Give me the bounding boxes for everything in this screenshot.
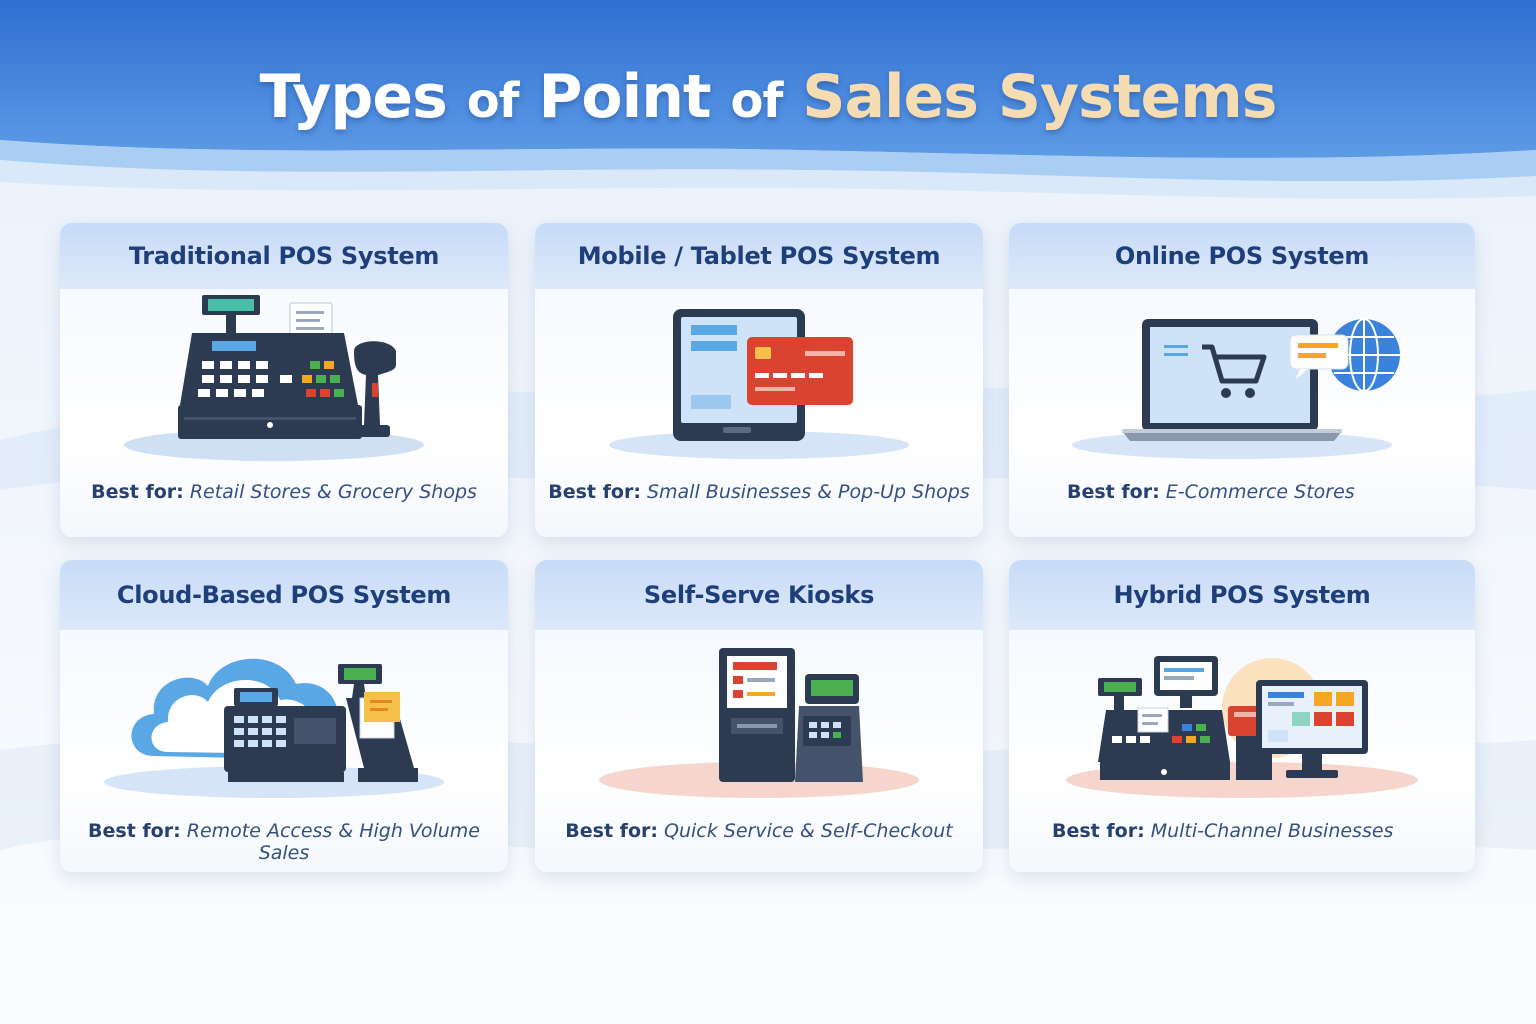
card-title: Self-Serve Kiosks — [643, 581, 875, 609]
card-mobile-tablet-pos: Mobile / Tablet POS System Best for: Sma… — [535, 223, 983, 537]
card-title: Traditional POS System — [128, 242, 440, 270]
page-title: Types of Point of Sales Systems — [0, 62, 1536, 132]
title-word: Types — [259, 62, 448, 132]
card-title: Online POS System — [1114, 242, 1370, 270]
card-header: Online POS System — [1009, 223, 1475, 289]
card-cloud-based-pos: Cloud-Based POS System — [60, 560, 508, 872]
card-header: Hybrid POS System — [1009, 560, 1475, 630]
best-for-line: Best for: Remote Access & High Volume Sa… — [60, 820, 508, 864]
cash-register-icon — [124, 295, 424, 461]
best-for-value: E-Commerce Stores — [1165, 481, 1355, 503]
best-for-label: Best for: — [548, 481, 641, 503]
card-header: Mobile / Tablet POS System — [535, 223, 983, 289]
title-word: Systems — [997, 62, 1278, 132]
card-body: Best for: E-Commerce Stores — [1009, 289, 1475, 537]
card-title: Cloud-Based POS System — [116, 581, 452, 609]
best-for-line: Best for: Retail Stores & Grocery Shops — [60, 481, 508, 503]
hybrid-pos-icon — [1066, 656, 1418, 798]
card-header: Self-Serve Kiosks — [535, 560, 983, 630]
best-for-label: Best for: — [1052, 820, 1145, 842]
best-for-line: Best for: Small Businesses & Pop-Up Shop… — [535, 481, 983, 503]
card-body: Best for: Remote Access & High Volume Sa… — [60, 630, 508, 872]
header-banner — [0, 0, 1536, 199]
best-for-label: Best for: — [1067, 481, 1160, 503]
tablet-card-icon — [609, 309, 909, 459]
card-header: Cloud-Based POS System — [60, 560, 508, 630]
title-word: of — [466, 73, 520, 129]
card-header: Traditional POS System — [60, 223, 508, 289]
card-title: Mobile / Tablet POS System — [577, 242, 941, 270]
card-self-serve-kiosks: Self-Serve Kiosks Best for: Quick Servic… — [535, 560, 983, 872]
best-for-value: Small Businesses & Pop-Up Shops — [646, 481, 970, 503]
card-body: Best for: Multi-Channel Businesses — [1009, 630, 1475, 872]
card-body: Best for: Retail Stores & Grocery Shops — [60, 289, 508, 537]
best-for-label: Best for: — [88, 820, 181, 842]
best-for-line: Best for: Quick Service & Self-Checkout — [535, 820, 983, 842]
card-body: Best for: Small Businesses & Pop-Up Shop… — [535, 289, 983, 537]
cloud-register-icon — [104, 658, 444, 798]
card-traditional-pos: Traditional POS System — [60, 223, 508, 537]
title-word: of — [730, 73, 784, 129]
card-title: Hybrid POS System — [1113, 581, 1371, 609]
best-for-value: Quick Service & Self-Checkout — [664, 820, 953, 842]
title-word: Point — [538, 62, 711, 132]
best-for-value: Retail Stores & Grocery Shops — [189, 481, 477, 503]
laptop-cart-globe-icon — [1072, 318, 1400, 459]
title-word: Sales — [802, 62, 979, 132]
best-for-label: Best for: — [565, 820, 658, 842]
kiosk-icon — [599, 648, 919, 798]
best-for-label: Best for: — [91, 481, 184, 503]
best-for-value: Multi-Channel Businesses — [1150, 820, 1394, 842]
best-for-line: Best for: E-Commerce Stores — [1009, 481, 1475, 503]
card-body: Best for: Quick Service & Self-Checkout — [535, 630, 983, 872]
best-for-value: Remote Access & High Volume Sales — [186, 820, 480, 864]
card-hybrid-pos: Hybrid POS System — [1009, 560, 1475, 872]
card-online-pos: Online POS System Best for: — [1009, 223, 1475, 537]
best-for-line: Best for: Multi-Channel Businesses — [1009, 820, 1475, 842]
